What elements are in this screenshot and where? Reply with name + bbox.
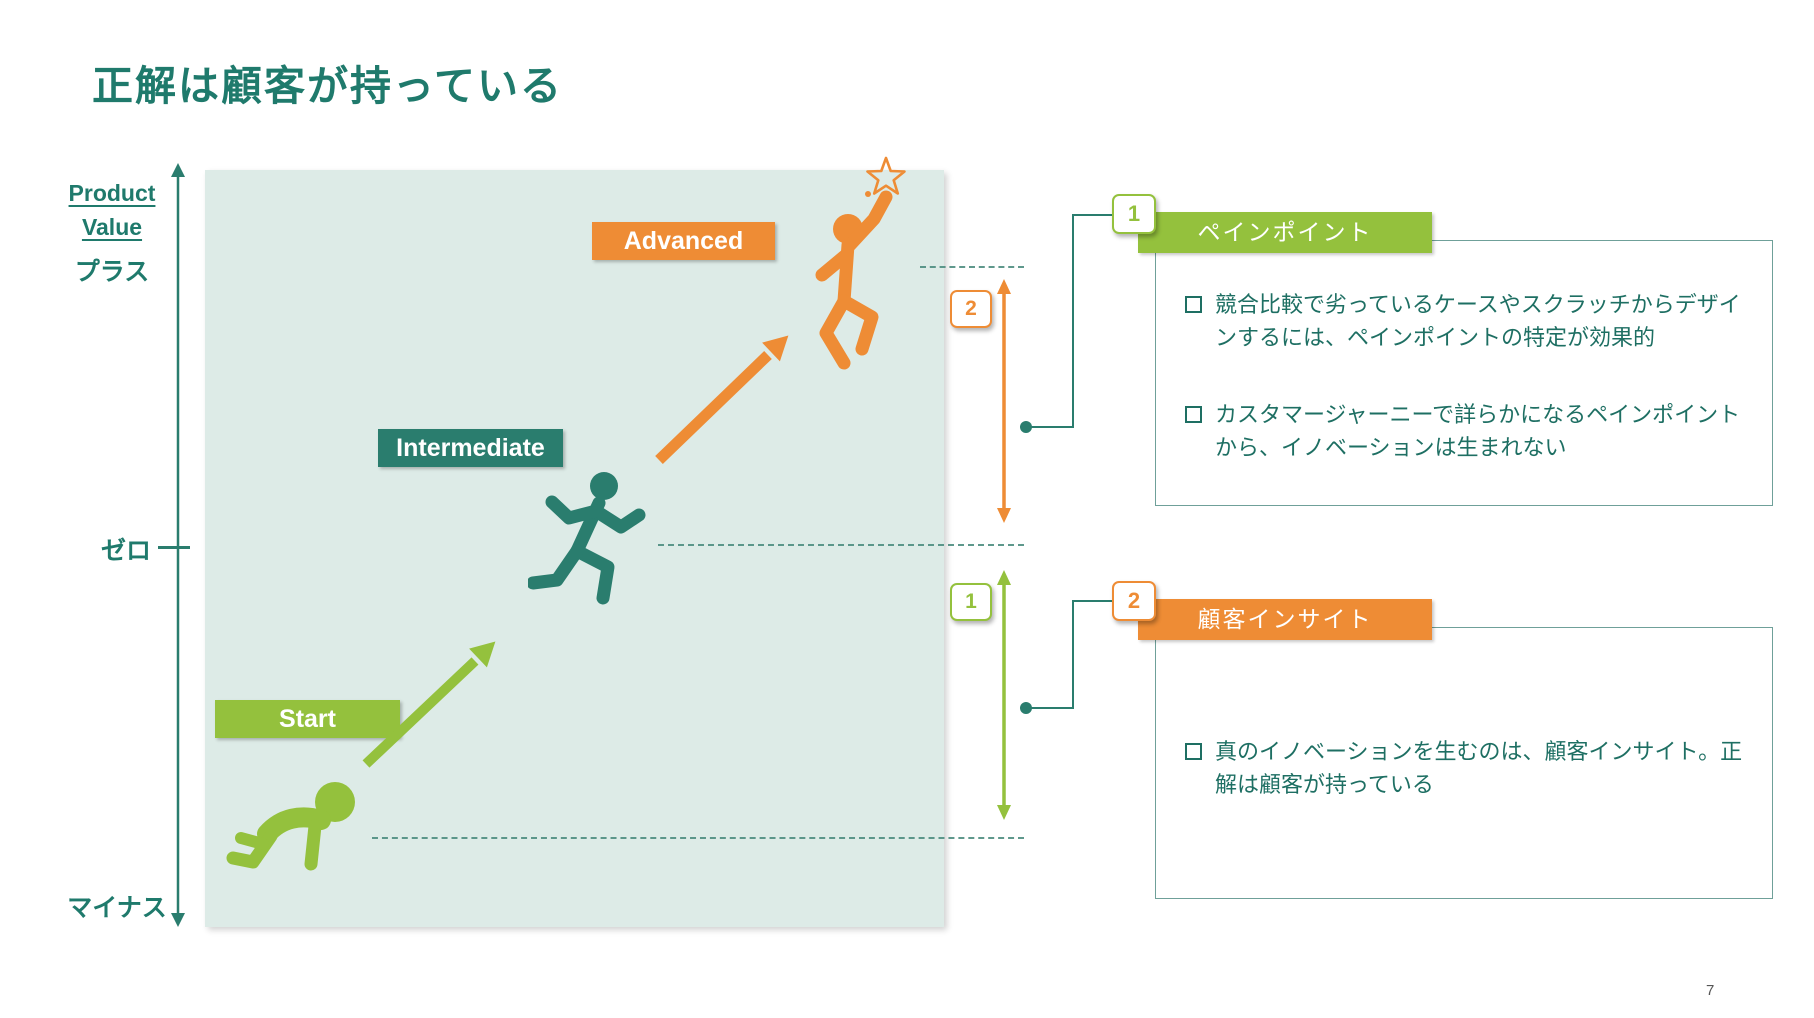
axis-label-minus: マイナス [67, 894, 167, 922]
connector-line [1026, 426, 1073, 428]
axis-label-value: Value [81, 214, 143, 240]
range-arrow-lower-icon [997, 570, 1011, 820]
page-title: 正解は顧客が持っている [92, 63, 563, 109]
square-bullet-icon [1185, 743, 1202, 760]
star-icon [865, 156, 906, 197]
range-badge-2: 2 [950, 290, 992, 328]
range-badge-1: 1 [950, 583, 992, 621]
zero-tick [158, 546, 190, 549]
connector-line [1072, 600, 1114, 602]
jumping-person-icon [815, 190, 893, 370]
connector-line [1072, 214, 1074, 428]
connector-line [1072, 600, 1074, 709]
axis-label-zero: ゼロ [100, 537, 151, 565]
callout-badge-2: 2 [1112, 581, 1156, 621]
stage-chip-advanced: Advanced [592, 222, 775, 260]
value-axis-arrow [171, 163, 185, 927]
dashed-line-zero-level [658, 544, 1024, 546]
axis-label-product: Product [68, 180, 156, 206]
running-person-icon [528, 472, 646, 605]
callout-badge-1: 1 [1112, 194, 1156, 234]
crawling-baby-icon [226, 782, 355, 871]
growth-arrow-start-to-intermediate [362, 641, 496, 768]
square-bullet-icon [1185, 406, 1202, 423]
stage-chip-intermediate: Intermediate [378, 429, 563, 467]
bullet-item: 真のイノベーションを生むのは、顧客インサイト。正解は顧客が持っている [1185, 735, 1745, 801]
dashed-line-start-level [372, 837, 1024, 839]
growth-arrow-intermediate-to-advanced [655, 335, 789, 464]
pain-points-bullet-list: 競合比較で劣っているケースやスクラッチからデザインするには、ペインポイントの特定… [1185, 288, 1745, 508]
range-arrow-upper-icon [997, 279, 1011, 523]
stage-chip-start: Start [215, 700, 400, 738]
callout-header-customer-insight: 顧客インサイト [1138, 599, 1432, 640]
page-number: 7 [1706, 982, 1715, 999]
bullet-item: カスタマージャーニーで詳らかになるペインポイントから、イノベーションは生まれない [1185, 398, 1745, 464]
bullet-text: 競合比較で劣っているケースやスクラッチからデザインするには、ペインポイントの特定… [1215, 292, 1741, 350]
connector-line [1072, 214, 1114, 216]
customer-insight-bullet-list: 真のイノベーションを生むのは、顧客インサイト。正解は顧客が持っている [1185, 735, 1745, 845]
connector-line [1026, 707, 1073, 709]
bullet-text: 真のイノベーションを生むのは、顧客インサイト。正解は顧客が持っている [1215, 739, 1743, 797]
bullet-item: 競合比較で劣っているケースやスクラッチからデザインするには、ペインポイントの特定… [1185, 288, 1745, 354]
callout-header-pain-points: ペインポイント [1138, 212, 1432, 253]
square-bullet-icon [1185, 296, 1202, 313]
bullet-text: カスタマージャーニーで詳らかになるペインポイントから、イノベーションは生まれない [1215, 402, 1741, 460]
callout-box-pain-points [1155, 240, 1773, 506]
axis-label-plus: プラス [74, 258, 150, 286]
callout-box-customer-insight [1155, 627, 1773, 899]
dashed-line-advanced-level [920, 266, 1024, 268]
